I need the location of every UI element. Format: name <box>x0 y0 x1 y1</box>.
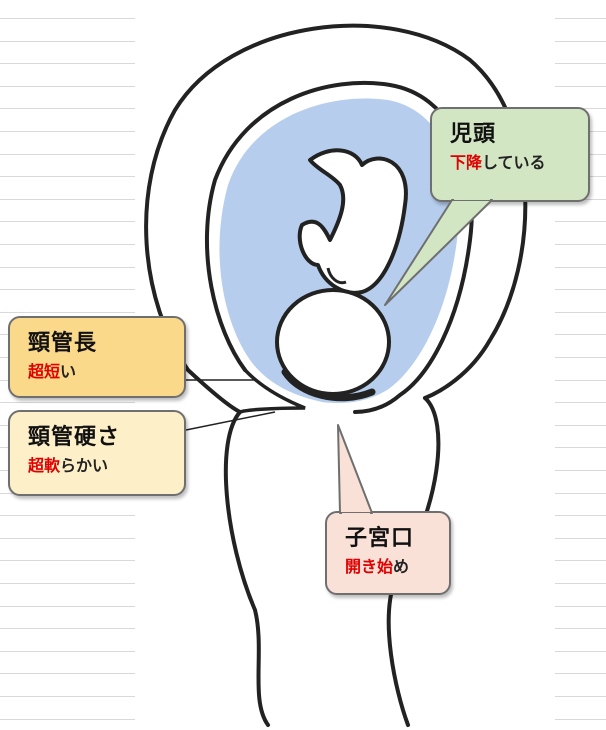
pointer-line-hardness <box>185 411 276 431</box>
ruled-line <box>555 470 606 471</box>
ruled-line <box>0 696 135 697</box>
ruled-line <box>555 583 606 584</box>
ruled-line <box>0 583 135 584</box>
ruled-line <box>555 244 606 245</box>
uterus-outer-outline <box>144 23 528 400</box>
ruled-line <box>555 18 606 19</box>
ruled-line <box>0 131 135 132</box>
ruled-line <box>0 267 135 268</box>
ruled-line <box>0 673 135 674</box>
ruled-line <box>0 651 135 652</box>
ruled-line <box>0 86 135 87</box>
ruled-line <box>0 63 135 64</box>
ruled-line <box>0 606 135 607</box>
ruled-line <box>555 357 606 358</box>
ruled-line <box>555 86 606 87</box>
ruled-line <box>555 447 606 448</box>
ruled-line <box>0 719 135 720</box>
ruled-line <box>555 651 606 652</box>
left-leg-outline <box>186 368 270 727</box>
callout-fetal-head-subtitle: 下降している <box>450 153 546 172</box>
ruled-line <box>0 176 135 177</box>
callout-cervical-os-title: 子宮口 <box>345 526 415 551</box>
ruled-line <box>555 41 606 42</box>
ruled-line <box>555 402 606 403</box>
ruled-line <box>0 18 135 19</box>
ruled-line <box>0 560 135 561</box>
fetus-body <box>297 148 408 295</box>
cervix-left-edge <box>238 368 306 414</box>
uterus-inner-outline <box>204 80 474 414</box>
callout-cervical-length-subtitle: 超短い <box>28 362 77 381</box>
ruled-line <box>555 538 606 539</box>
callout-cervical-hardness-subtitle: 超軟らかい <box>28 456 109 475</box>
ruled-line <box>555 628 606 629</box>
ruled-line <box>555 289 606 290</box>
ruled-line <box>0 221 135 222</box>
ruled-line <box>555 334 606 335</box>
ruled-line <box>0 154 135 155</box>
ruled-line <box>0 244 135 245</box>
ruled-line <box>555 719 606 720</box>
callout-fetal-head-title: 児頭 <box>450 122 497 147</box>
ruled-line <box>555 425 606 426</box>
ruled-line <box>555 267 606 268</box>
head-shadow <box>281 368 376 402</box>
ruled-line <box>555 221 606 222</box>
callout-cervical-length-title: 頸管長 <box>28 331 98 356</box>
ruled-line <box>555 696 606 697</box>
ruled-line <box>0 515 135 516</box>
ruled-line <box>0 289 135 290</box>
ruled-line <box>0 402 135 403</box>
ruled-line <box>555 606 606 607</box>
callout-fetal-head: 児頭 下降している <box>430 107 590 202</box>
ruled-line <box>0 538 135 539</box>
ruled-line <box>555 63 606 64</box>
callout-cervical-hardness: 頸管硬さ 超軟らかい <box>8 410 186 496</box>
ruled-line <box>555 493 606 494</box>
ruled-line <box>0 108 135 109</box>
ruled-line <box>0 312 135 313</box>
callout-cervical-os: 子宮口 開き始め <box>325 511 451 595</box>
ruled-line <box>0 199 135 200</box>
callout-cervical-length: 頸管長 超短い <box>8 316 186 398</box>
ruled-line <box>555 560 606 561</box>
ruled-line <box>0 628 135 629</box>
ruled-line <box>0 41 135 42</box>
fetus-detail <box>326 267 347 285</box>
ruled-line <box>555 673 606 674</box>
ruled-line <box>555 380 606 381</box>
ruled-line <box>555 515 606 516</box>
callout-cervical-os-subtitle: 開き始め <box>345 557 410 576</box>
callout-cervical-hardness-title: 頸管硬さ <box>28 425 121 450</box>
ruled-line <box>555 312 606 313</box>
